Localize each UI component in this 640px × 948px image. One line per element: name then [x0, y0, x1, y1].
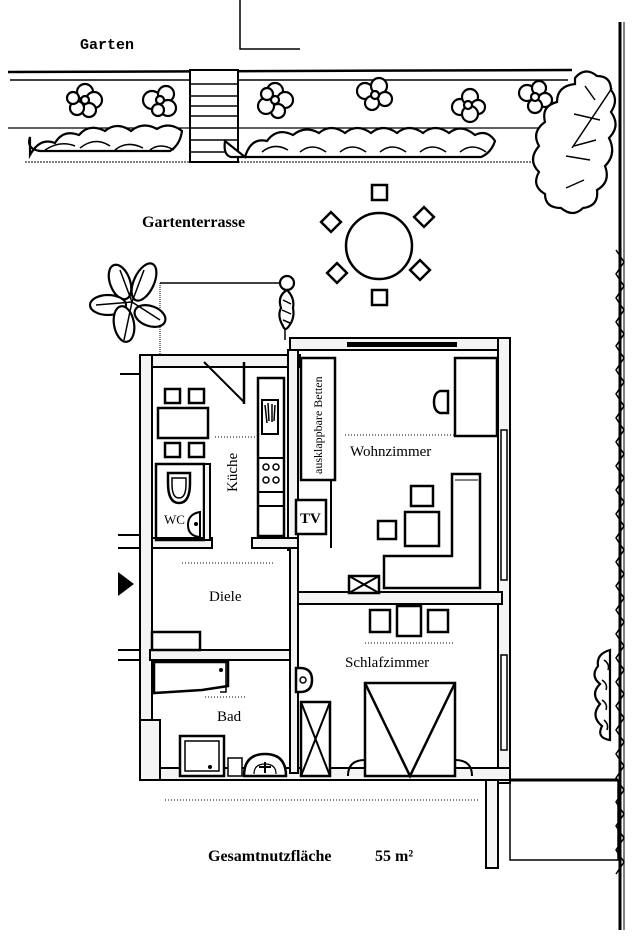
entrance-arrow-icon [118, 572, 134, 596]
desk-chair-icon [432, 389, 450, 415]
kitchen: Küche [156, 361, 286, 538]
climbing-plant-icon [593, 648, 612, 742]
shower-tray-icon [178, 734, 226, 778]
foldout-beds [299, 356, 337, 482]
fence-lattice [615, 249, 625, 875]
flower-icon [355, 76, 394, 112]
flower-icon [450, 87, 487, 124]
building [118, 337, 619, 869]
flower-row [65, 76, 554, 124]
terrace-label: Gartenterrasse [142, 214, 245, 231]
washbasin-icon [186, 510, 201, 539]
bathroom: Bad [152, 660, 288, 778]
chair-icon [187, 387, 206, 405]
garden-label: Garten [80, 37, 134, 54]
garden-area: Garten [7, 0, 625, 930]
wall-left-upper [139, 354, 153, 781]
kitchen-label: Küche [225, 453, 241, 492]
total-area-label: Gesamtnutzfläche [208, 848, 332, 865]
patio-outline [509, 779, 619, 861]
bathroom-label: Bad [217, 709, 242, 725]
wall-top-left [139, 354, 301, 368]
desk [453, 356, 499, 438]
shrub-icon [88, 262, 167, 343]
door-swing [454, 759, 473, 777]
chair-icon [319, 210, 343, 234]
chair-icon [163, 441, 182, 459]
double-bed-icon [363, 681, 457, 779]
tv-cabinet [294, 498, 328, 536]
window [347, 342, 457, 347]
coffee-table [403, 510, 441, 548]
stool-icon [409, 484, 435, 508]
hedge-row [28, 124, 497, 160]
shoe-cabinet [150, 630, 202, 652]
chair-icon [408, 258, 432, 282]
sink-icon [294, 666, 314, 694]
flower-icon [256, 81, 295, 120]
window [500, 429, 508, 581]
nightstand-icon [368, 608, 392, 634]
storage-box-icon [347, 574, 381, 595]
hallway: Diele [118, 562, 275, 652]
kitchen-door [203, 361, 245, 403]
garden-boundary-line [239, 0, 300, 50]
nightstand-icon [426, 608, 450, 634]
wall-hallway-bath [149, 649, 299, 661]
bedroom: Schlafzimmer [294, 604, 473, 779]
kitchen-table [156, 406, 210, 440]
round-table [344, 211, 414, 281]
stool-icon [376, 519, 398, 541]
hallway-label: Diele [209, 589, 242, 605]
wc-label: WC [164, 512, 185, 527]
living-room-label: Wohnzimmer [350, 444, 431, 460]
foldout-beds-label: ausklappbare Betten [311, 376, 325, 474]
cabinet [227, 757, 243, 777]
living-room: ausklappbare Betten TV Wohnzimmer [294, 356, 499, 595]
chair-icon [325, 261, 349, 285]
small-tree-icon [278, 274, 296, 331]
tree-icon [531, 70, 617, 215]
window [500, 654, 508, 751]
flower-icon [141, 84, 178, 118]
wc-room: WC [154, 462, 211, 542]
chair-icon [370, 183, 389, 202]
dresser-icon [395, 604, 423, 638]
wall-living-bedroom [289, 591, 503, 605]
dining-table [319, 183, 436, 307]
tv-label: TV [300, 511, 321, 527]
chair-icon [370, 288, 389, 307]
chair-icon [412, 205, 436, 229]
total-area: Gesamtnutzfläche 55 m² [208, 848, 413, 865]
chair-icon [163, 387, 182, 405]
terrace-boundary [160, 282, 286, 340]
door-swing [347, 759, 366, 777]
bedroom-label: Schlafzimmer [345, 655, 429, 671]
total-area-value: 55 m² [375, 848, 413, 865]
wardrobe-icon [299, 700, 332, 778]
flower-icon [65, 82, 104, 119]
chair-icon [187, 441, 206, 459]
corner-sofa [382, 472, 482, 590]
flower-icon [517, 79, 554, 115]
stove-icon [258, 457, 284, 493]
bathtub-icon [152, 660, 230, 695]
